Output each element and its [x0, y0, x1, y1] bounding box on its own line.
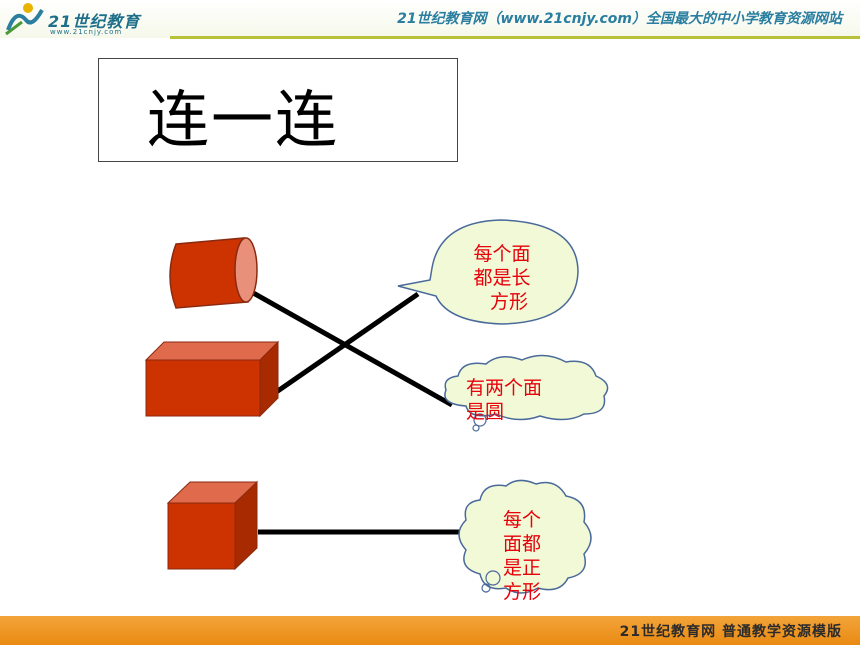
label-line: 都是长 [473, 267, 531, 289]
cloud-bubble-square [458, 479, 592, 594]
page-title: 连一连 [147, 83, 340, 156]
label-square-faces: 每个 面都 是正 方形 [490, 508, 554, 604]
label-line: 每个 [502, 509, 541, 531]
connector-line-cylinder [246, 287, 454, 408]
logo-url: www.21cnjy.com [50, 28, 123, 36]
label-line: 方形 [489, 291, 528, 313]
footer-text: 21世纪教育网 普通教学资源模版 [619, 624, 842, 640]
header-bar: 21世纪教育 www.21cnjy.com 21世纪教育网（www.21cnjy… [0, 0, 860, 38]
cloud-bubble-circle [444, 354, 609, 432]
footer-bar: 21世纪教育网 普通教学资源模版 [0, 616, 860, 645]
label-line: 方形 [502, 581, 541, 603]
title-box: 连一连 [98, 58, 458, 162]
label-line: 每个面 [473, 243, 531, 265]
cuboid-shape [144, 340, 280, 418]
connector-line-cuboid [270, 291, 420, 398]
label-line: 面都 [502, 533, 541, 555]
logo-text: 21世纪教育 [48, 12, 141, 31]
label-rectangle-faces: 每个面 都是长 方形 [462, 242, 542, 314]
label-circle-faces: 有两个面 是圆 [466, 376, 570, 424]
label-line: 是正 [502, 557, 541, 579]
header-divider [170, 36, 860, 39]
logo-icon [5, 3, 44, 36]
header-slogan: 21世纪教育网（www.21cnjy.com）全国最大的中小学教育资源网站 [397, 11, 842, 27]
speech-bubble-rectangle [397, 219, 579, 325]
label-line: 有两个面 [466, 377, 543, 399]
label-line: 是圆 [466, 401, 505, 423]
cube-shape [166, 480, 259, 571]
cylinder-shape [169, 237, 258, 309]
